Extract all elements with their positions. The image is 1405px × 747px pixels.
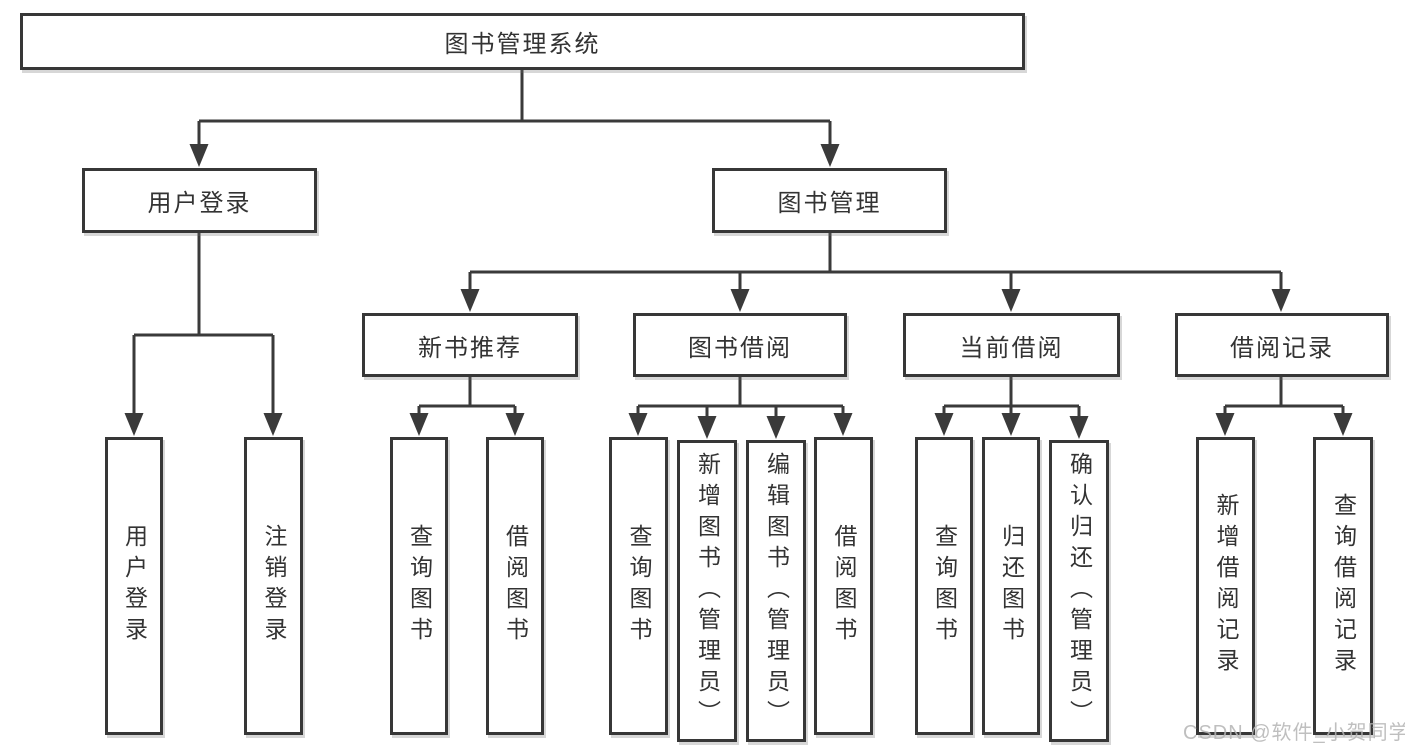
- node-borrowing-borrow-books: 借阅图书: [814, 437, 873, 735]
- node-newbook-query-books: 查询图书: [390, 437, 448, 735]
- node-label: 查询图书: [931, 524, 958, 648]
- node-book-management: 图书管理: [712, 168, 947, 233]
- node-label: 图书管理系统: [444, 31, 601, 58]
- node-label: 编辑图书（管理员）: [763, 451, 790, 731]
- node-edit-books-admin: 编辑图书（管理员）: [746, 440, 806, 742]
- node-add-borrow-record: 新增借阅记录: [1196, 437, 1255, 735]
- node-label: 借阅图书: [502, 524, 529, 648]
- node-borrowing-query-books: 查询图书: [609, 437, 668, 735]
- node-library-management-system: 图书管理系统: [20, 13, 1025, 70]
- node-logout: 注销登录: [244, 437, 303, 735]
- node-label: 确认归还（管理员）: [1066, 451, 1093, 731]
- node-label: 借阅记录: [1230, 334, 1334, 362]
- node-new-book-recommend: 新书推荐: [362, 313, 578, 377]
- watermark: CSDN @软件_小贺同学: [1183, 722, 1405, 744]
- node-current-borrowing: 当前借阅: [903, 313, 1120, 377]
- node-current-query-books: 查询图书: [915, 437, 973, 735]
- node-label: 查询图书: [626, 524, 652, 648]
- node-label: 用户登录: [121, 524, 148, 648]
- node-label: 图书管理: [777, 190, 882, 217]
- node-label: 新书推荐: [418, 334, 522, 362]
- node-query-borrow-record: 查询借阅记录: [1313, 437, 1373, 735]
- node-user-login-leaf: 用户登录: [105, 437, 163, 735]
- node-label: 新增图书（管理员）: [694, 451, 721, 731]
- node-newbook-borrow-books: 借阅图书: [486, 437, 544, 735]
- node-user-login: 用户登录: [82, 168, 317, 233]
- node-borrowing-records: 借阅记录: [1175, 313, 1389, 377]
- node-label: 用户登录: [147, 190, 252, 217]
- node-label: 图书借阅: [688, 334, 792, 362]
- node-label: 当前借阅: [959, 334, 1064, 362]
- node-label: 查询借阅记录: [1330, 493, 1357, 679]
- node-book-borrowing: 图书借阅: [633, 313, 847, 377]
- node-return-books: 归还图书: [982, 437, 1040, 735]
- node-label: 新增借阅记录: [1213, 493, 1239, 679]
- node-add-books-admin: 新增图书（管理员）: [677, 440, 737, 742]
- node-label: 查询图书: [406, 524, 433, 648]
- node-confirm-return-admin: 确认归还（管理员）: [1049, 440, 1109, 742]
- node-label: 归还图书: [998, 524, 1025, 648]
- node-label: 注销登录: [261, 524, 287, 648]
- node-label: 借阅图书: [831, 524, 857, 648]
